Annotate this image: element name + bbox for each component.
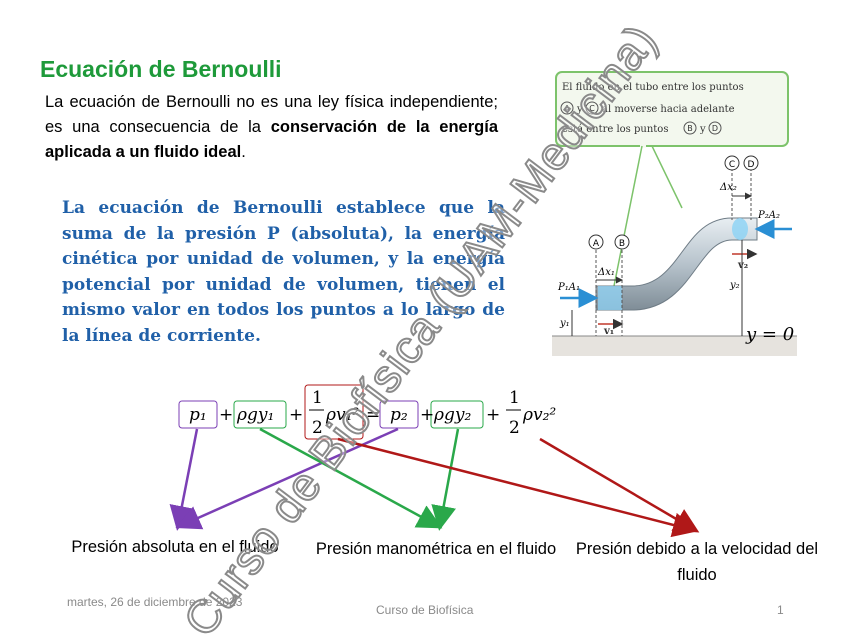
arrow-kinetic1: [337, 437, 698, 538]
eq-rgy2: ρgy₂: [433, 405, 471, 425]
callout-point-a: A: [564, 104, 570, 113]
eq-rgy1: ρgy₁: [236, 405, 274, 425]
eq-plus-1: +: [219, 405, 233, 425]
callout-point-b: B: [687, 124, 693, 133]
label-velocity-pressure: Presión debido a la velocidad del fluido: [575, 540, 819, 584]
callout-y1: y: [576, 104, 583, 115]
point-d: D: [748, 160, 755, 170]
p1a1-label: P₁A₁: [557, 282, 580, 293]
bernoulli-statement: La ecuación de Bernoulli establece que l…: [62, 198, 505, 346]
point-b: B: [619, 239, 625, 249]
intro-end: .: [241, 143, 246, 161]
ground: [552, 336, 797, 356]
eq-plus-4: +: [486, 405, 500, 425]
eq-frac2-num: 1: [509, 388, 520, 408]
callout-line2: al moverse hacia adelante: [602, 104, 735, 115]
page-number: 1: [777, 603, 784, 617]
eq-frac2-den: 2: [509, 418, 520, 438]
y1-label: y₁: [559, 318, 570, 329]
dx1-label: Δx₁: [597, 267, 615, 278]
callout-y2: y: [699, 124, 706, 135]
intro-text: La ecuación de Bernoulli no es una ley f…: [45, 93, 498, 136]
fluid-left: [598, 286, 622, 310]
bernoulli-pipe-figure: El fluido en el tubo entre los puntos A …: [552, 71, 797, 356]
rgy2-box: [430, 400, 484, 429]
label-gauge-pressure: Presión manométrica en el fluido: [315, 540, 557, 558]
point-a: A: [593, 239, 600, 249]
slide-title: Ecuación de Bernoulli: [40, 56, 282, 82]
label-absolute-pressure: Presión absoluta en el fluido: [71, 538, 279, 556]
p2a2-label: P₂A₂: [757, 210, 780, 221]
callout-point-d: D: [712, 124, 718, 133]
callout-point-c: C: [589, 104, 595, 113]
point-c: C: [729, 160, 735, 170]
fluid-right: [732, 218, 748, 240]
callout-line3: está entre los puntos: [562, 124, 668, 135]
eq-plus-2: +: [289, 405, 303, 425]
arrow-kinetic2: [539, 437, 700, 533]
intro-paragraph: La ecuación de Bernoulli no es una ley f…: [45, 90, 498, 165]
pipe: [595, 217, 758, 311]
arrow-rgy2: [431, 428, 460, 531]
eq-frac1-num: 1: [312, 388, 323, 408]
v2-label: v₂: [737, 260, 748, 271]
callout-line1: El fluido en el tubo entre los puntos: [562, 82, 744, 93]
intro-bold-text: conservación de la energía aplicada a un…: [45, 118, 498, 161]
arrow-p1: [169, 428, 199, 531]
callout-box: [555, 71, 789, 147]
eq-equals: =: [366, 405, 380, 425]
eq-rv2: ρv₂²: [522, 405, 556, 425]
footer-course: Curso de Biofísica: [376, 603, 474, 617]
v1-label: v₁: [603, 326, 614, 337]
dx2-label: Δx₂: [719, 182, 737, 193]
footer-date: martes, 26 de diciembre de 2023: [67, 595, 243, 609]
y-zero-label: y = 0: [746, 324, 795, 345]
eq-plus-3: +: [420, 405, 434, 425]
eq-p2: p₂: [390, 405, 408, 425]
eq-rv1: ρv₁²: [325, 405, 359, 425]
eq-p1: p₁: [189, 405, 207, 425]
y2-label: y₂: [729, 280, 740, 291]
